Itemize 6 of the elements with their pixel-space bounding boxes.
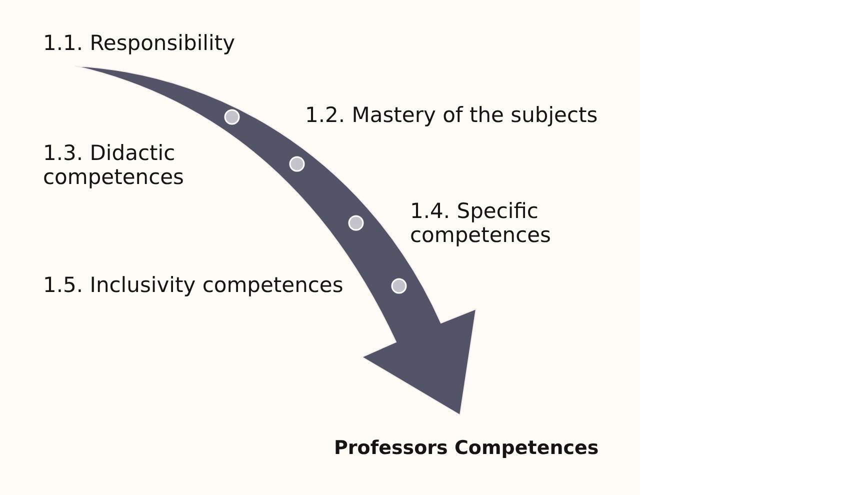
item-label: 1.5. Inclusivity competences (43, 273, 344, 297)
caption: Professors Competences (334, 436, 599, 460)
item-label: 1.2. Mastery of the subjects (305, 103, 598, 127)
item-label: 1.4. Specific competences (410, 199, 552, 247)
item-label: 1.1. Responsibility (43, 31, 236, 55)
item-label: 1.3. Didactic competences (43, 141, 185, 189)
